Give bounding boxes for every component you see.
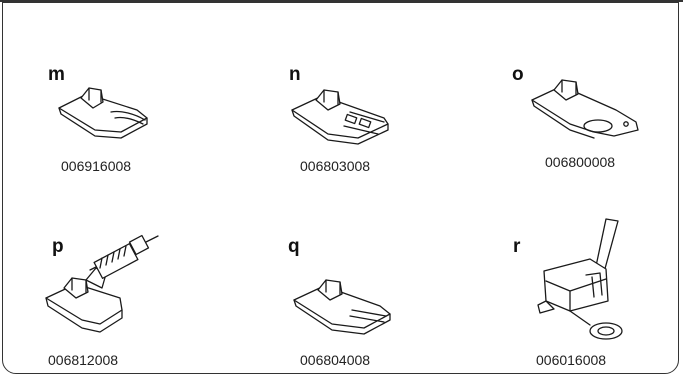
part-number-p: 006812008 (48, 352, 119, 368)
foot-letter-r: r (513, 236, 521, 257)
part-number-q: 006804008 (300, 352, 371, 368)
presser-foot-o-illustration (531, 79, 639, 139)
presser-foot-n-illustration (291, 89, 389, 145)
part-number-m: 006916008 (61, 158, 132, 174)
presser-foot-r-illustration (537, 218, 623, 340)
foot-letter-m: m (48, 64, 65, 85)
foot-letter-p: p (52, 236, 64, 257)
presser-foot-p-illustration (45, 234, 159, 333)
presser-foot-q-illustration (293, 279, 391, 335)
part-number-o: 006800008 (545, 154, 616, 170)
presser-feet-panel (2, 2, 679, 374)
part-number-r: 006016008 (536, 352, 607, 368)
top-rule (0, 0, 683, 2)
foot-letter-n: n (289, 64, 301, 85)
part-number-n: 006803008 (300, 158, 371, 174)
presser-foot-m-illustration (58, 87, 148, 139)
foot-letter-o: o (512, 64, 524, 85)
foot-letter-q: q (288, 236, 300, 257)
